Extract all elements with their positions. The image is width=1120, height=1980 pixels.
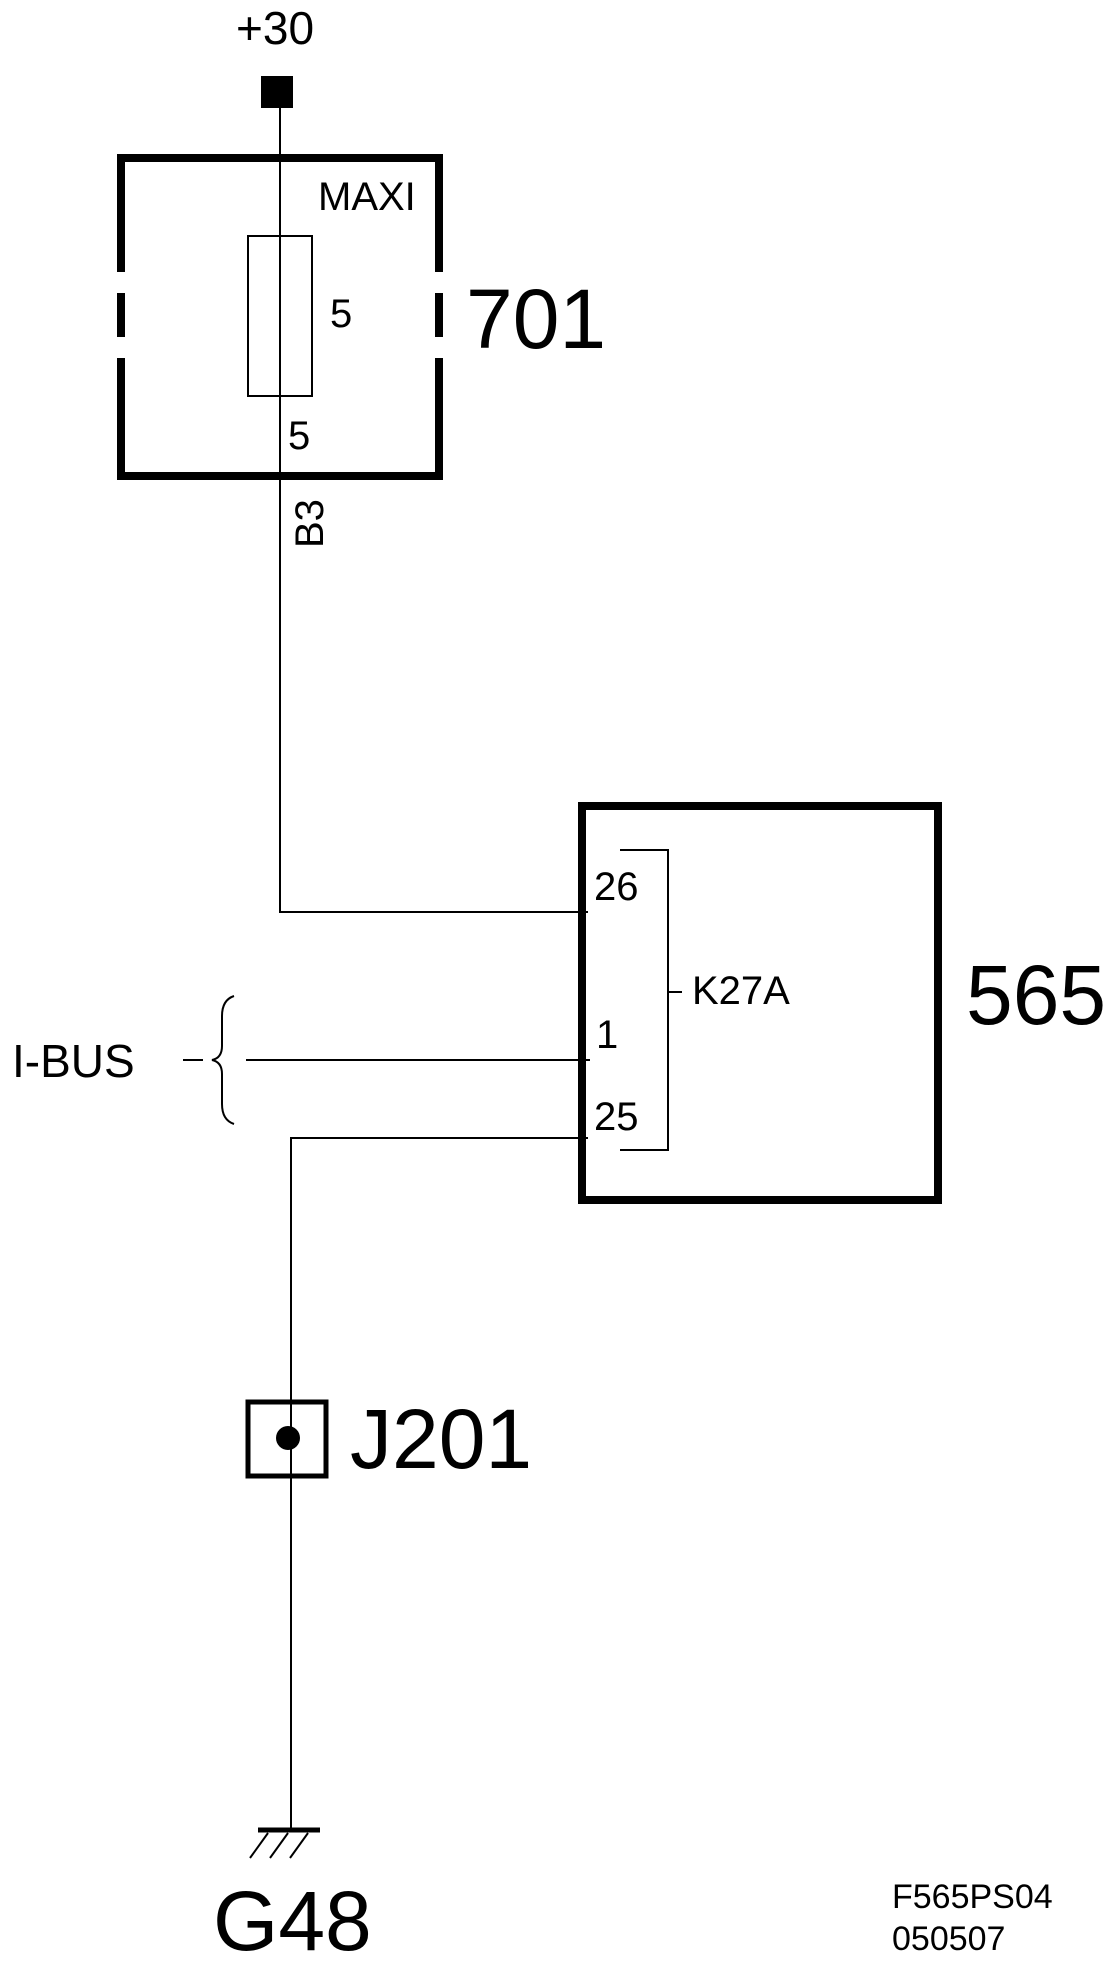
pin-label-26: 26 bbox=[594, 865, 639, 909]
bus-label: I-BUS bbox=[12, 1035, 135, 1087]
drawing-date: 050507 bbox=[892, 1920, 1005, 1958]
ground-wire bbox=[290, 1137, 588, 1828]
wire-label-b3: B3 bbox=[288, 499, 332, 548]
connector-bracket bbox=[620, 849, 669, 1151]
drawing-code: F565PS04 bbox=[892, 1878, 1053, 1916]
supply-terminal bbox=[261, 76, 293, 108]
supply-label: +30 bbox=[236, 2, 314, 54]
ground-symbol bbox=[249, 1827, 320, 1859]
fuse-box-id: 701 bbox=[466, 272, 606, 366]
fuse-rating: 5 bbox=[330, 292, 352, 336]
fuse-terminal-label: 5 bbox=[288, 414, 310, 458]
bus-brace bbox=[211, 995, 235, 1125]
supply-wire bbox=[279, 108, 588, 913]
splice-id: J201 bbox=[350, 1392, 532, 1486]
pin-label-25: 25 bbox=[594, 1095, 639, 1139]
module-id: 565 bbox=[966, 948, 1106, 1042]
ground-id: G48 bbox=[213, 1874, 372, 1968]
splice-dot bbox=[276, 1426, 300, 1450]
module-565 bbox=[578, 802, 942, 1204]
pin-label-1: 1 bbox=[596, 1013, 618, 1057]
fuse-type-label: MAXI bbox=[318, 175, 416, 219]
connector-label: K27A bbox=[692, 969, 790, 1013]
